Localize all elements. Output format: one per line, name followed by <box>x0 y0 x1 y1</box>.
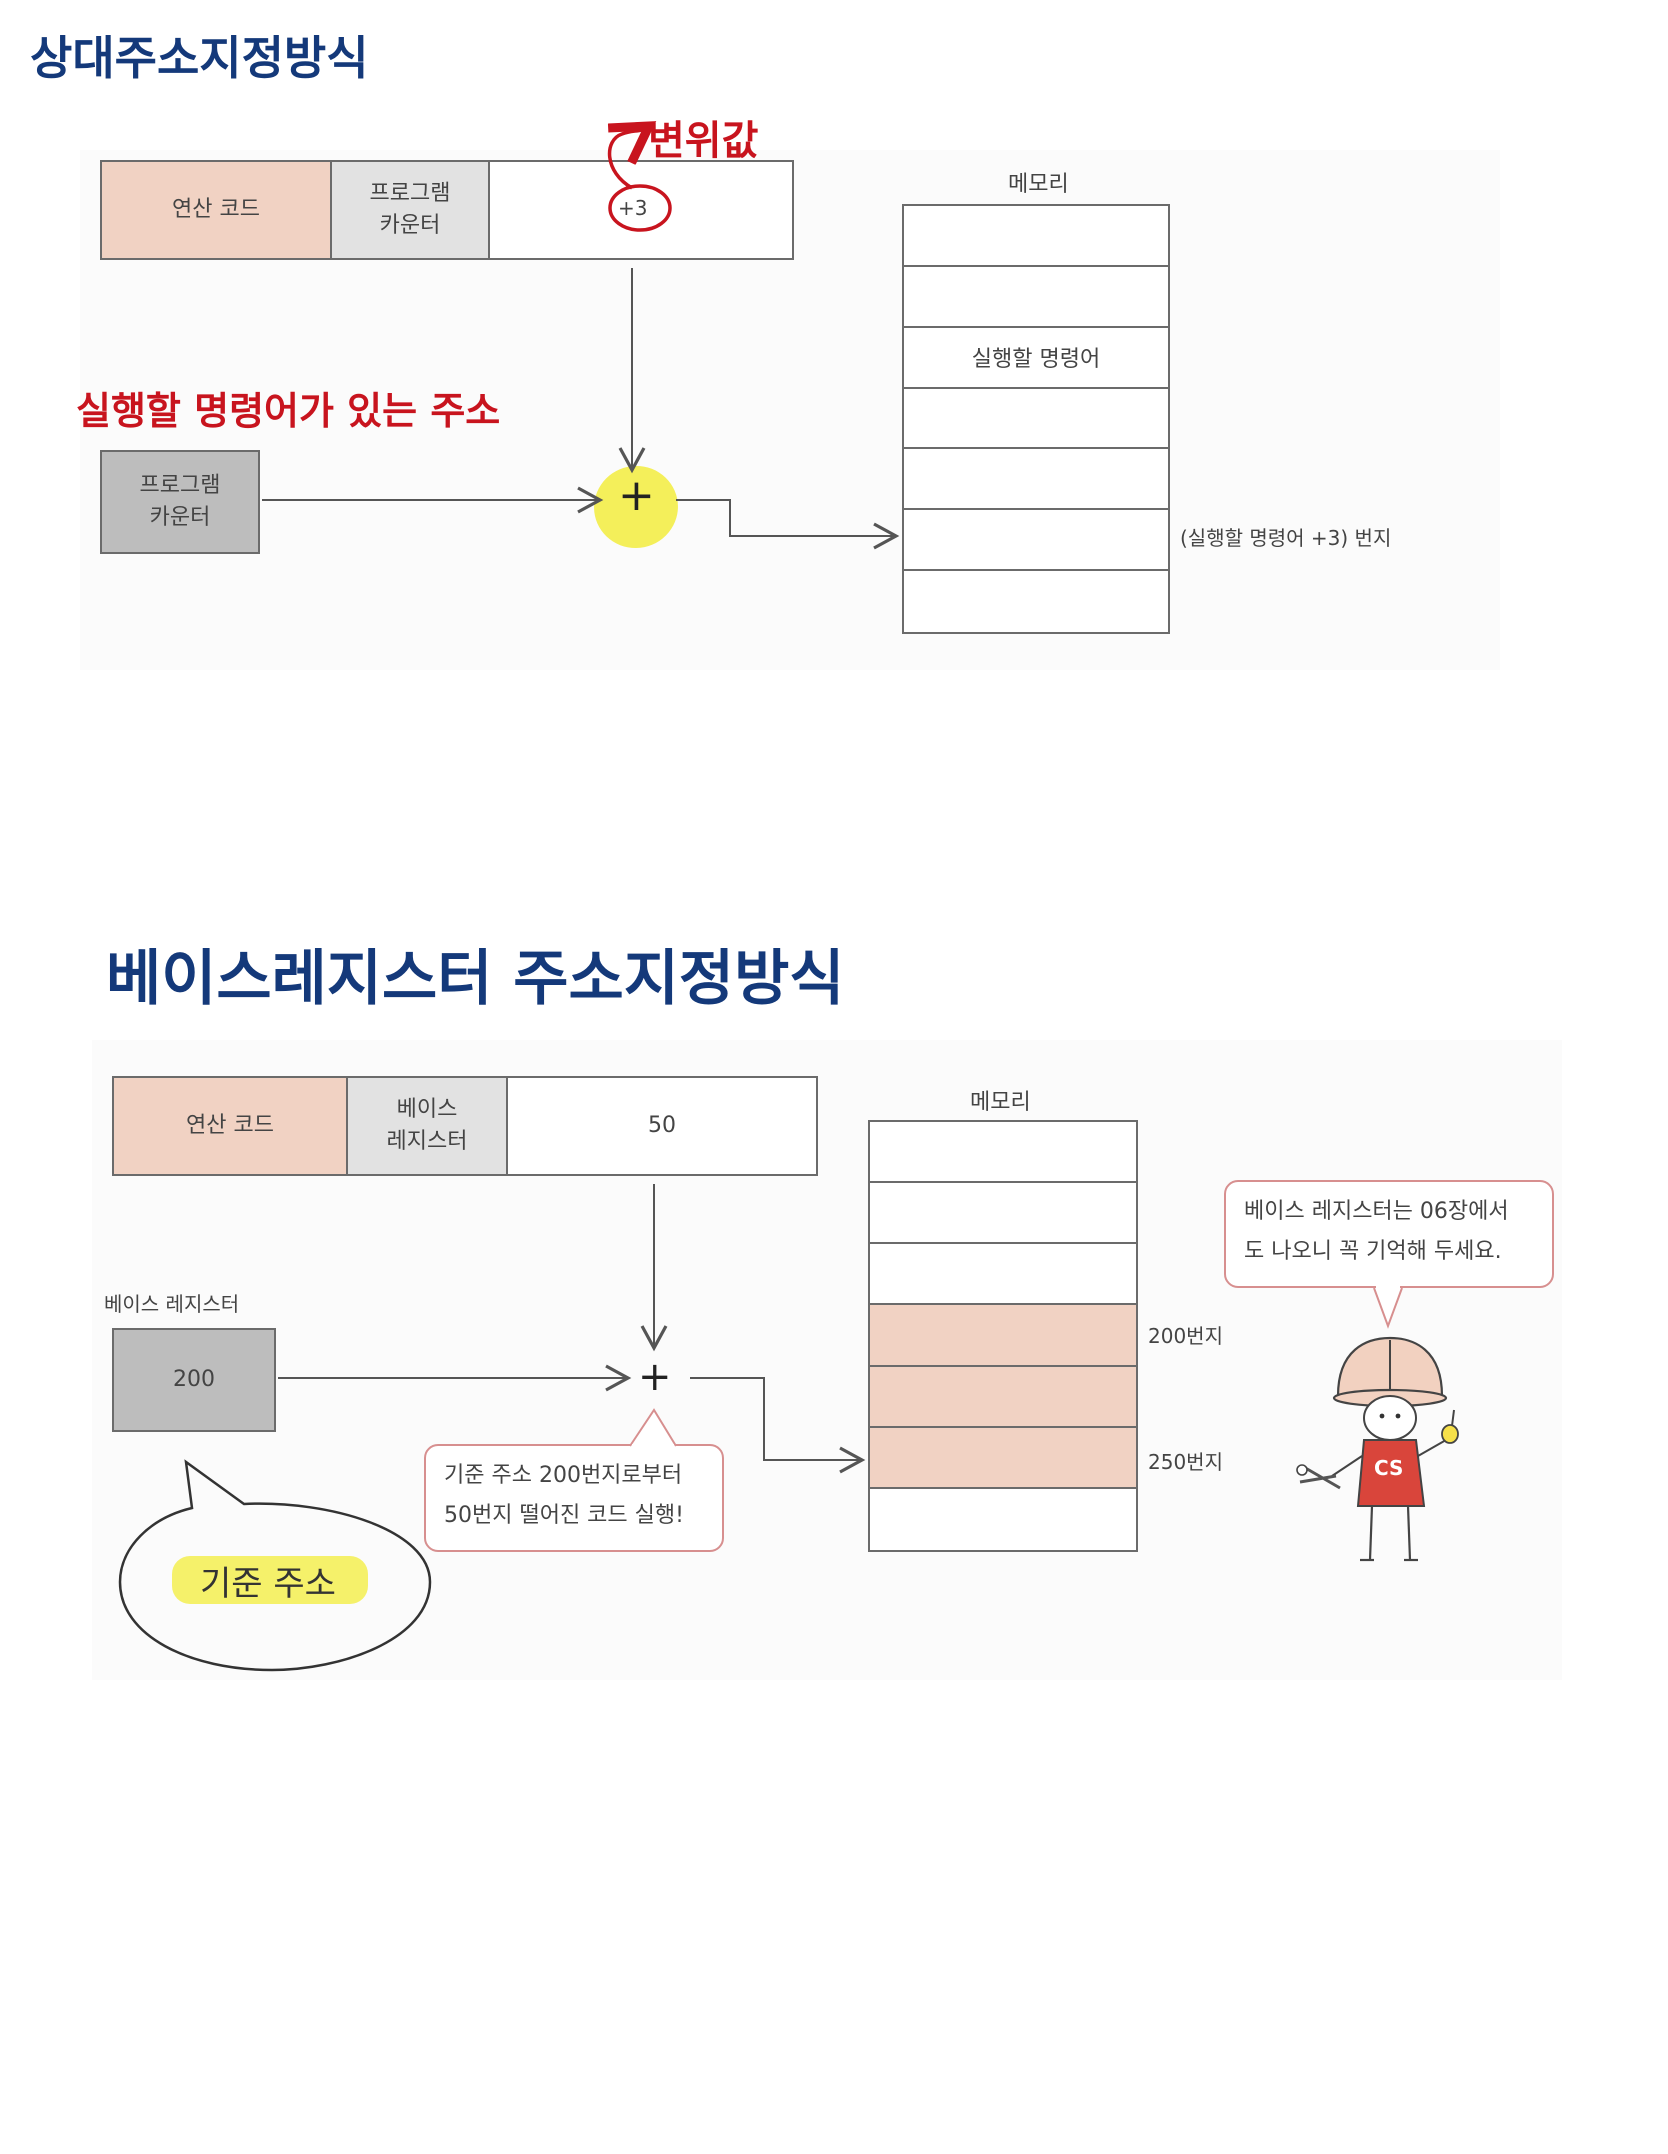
s1-offset-circle <box>608 184 672 232</box>
section2-title: 베이스레지스터 주소지정방식 <box>106 944 845 1014</box>
s1-memory-row <box>904 267 1168 328</box>
s1-opcode-label: 연산 코드 <box>172 197 260 223</box>
s1-arrow-to-memory <box>676 499 900 550</box>
s1-memory-row <box>904 389 1168 450</box>
s1-offset-note: 변위값 <box>648 118 759 164</box>
s1-memory-frame <box>902 204 1170 634</box>
s2-character-speech-line2: 도 나오니 꼭 기억해 두세요. <box>1244 1238 1502 1264</box>
s2-address-250: 250번지 <box>1148 1450 1223 1474</box>
s1-pc-box-line1: 프로그램 <box>139 473 221 499</box>
s2-address-200: 200번지 <box>1148 1324 1223 1348</box>
s2-memory-row <box>870 1366 1136 1428</box>
s2-memory-row <box>870 1244 1136 1306</box>
s2-plus-callout-line2: 50번지 떨어진 코드 실행! <box>444 1502 684 1528</box>
s2-plus-callout-line1: 기준 주소 200번지로부터 <box>444 1463 683 1488</box>
s2-arrow-to-memory <box>690 1377 866 1474</box>
s2-reg-field-line2: 레지스터 <box>386 1129 468 1154</box>
s2-character-speech-pointer <box>1373 1287 1403 1329</box>
s1-opcode-field: 연산 코드 <box>100 160 332 260</box>
s2-base-register-label: 베이스 레지스터 <box>104 1292 240 1316</box>
s1-memory-row <box>904 449 1168 511</box>
s1-plus-symbol: + <box>618 470 655 521</box>
s2-memory-row <box>870 1122 1136 1184</box>
tool-icon <box>1299 1464 1341 1490</box>
s2-reg-field: 베이스 레지스터 <box>346 1076 508 1176</box>
s1-memory-title: 메모리 <box>1008 172 1069 197</box>
s2-memory-row <box>870 1305 1136 1367</box>
s1-pc-box-line2: 카운터 <box>149 505 211 530</box>
s1-memory-row-text: 실행할 명령어 <box>971 347 1101 373</box>
s1-offset-field <box>488 160 794 260</box>
s1-offset-value: +3 <box>618 196 648 220</box>
s2-plus-callout: 기준 주소 200번지로부터 50번지 떨어진 코드 실행! <box>424 1444 724 1552</box>
s2-character-speech-line1: 베이스 레지스터는 06장에서 <box>1244 1199 1509 1224</box>
s1-pc-field-line2: 카운터 <box>379 213 441 238</box>
character-face <box>1363 1395 1417 1441</box>
s2-base-bubble <box>118 1459 432 1672</box>
s1-memory-row: 실행할 명령어 <box>904 328 1168 389</box>
cs-character <box>1296 1336 1459 1562</box>
s2-base-bubble-text: 기준 주소 <box>200 1564 336 1604</box>
s2-opcode-field: 연산 코드 <box>112 1076 348 1176</box>
s1-memory-target-label: (실행할 명령어 +3) 번지 <box>1180 526 1392 550</box>
s1-memory-row <box>904 510 1168 572</box>
s2-memory-row <box>870 1427 1136 1489</box>
s1-offset-curve-arrow <box>610 128 646 190</box>
s1-pc-note: 실행할 명령어가 있는 주소 <box>76 389 501 433</box>
s2-reg-field-line1: 베이스 <box>396 1097 458 1123</box>
s2-opcode-label: 연산 코드 <box>186 1113 274 1139</box>
s2-base-bubble-highlight <box>172 1556 368 1604</box>
s1-pc-field: 프로그램 카운터 <box>330 160 490 260</box>
s2-memory-row <box>870 1183 1136 1245</box>
character-shirt-text: CS <box>1374 1456 1404 1480</box>
section1-title: 상대주소지정방식 <box>30 31 369 85</box>
s1-pc-field-line1: 프로그램 <box>369 181 451 207</box>
s2-plus-symbol: + <box>638 1354 672 1400</box>
s2-base-register-box: 200 <box>112 1328 276 1432</box>
s2-plus-callout-pointer <box>629 1408 677 1447</box>
s2-offset-value: 50 <box>648 1113 676 1139</box>
s2-memory-title: 메모리 <box>970 1090 1031 1115</box>
shirt-icon <box>1356 1439 1426 1507</box>
s2-base-register-value: 200 <box>173 1367 215 1393</box>
s1-memory-row <box>904 206 1168 267</box>
s1-pc-box: 프로그램 카운터 <box>100 450 260 554</box>
s2-offset-field: 50 <box>506 1076 818 1176</box>
